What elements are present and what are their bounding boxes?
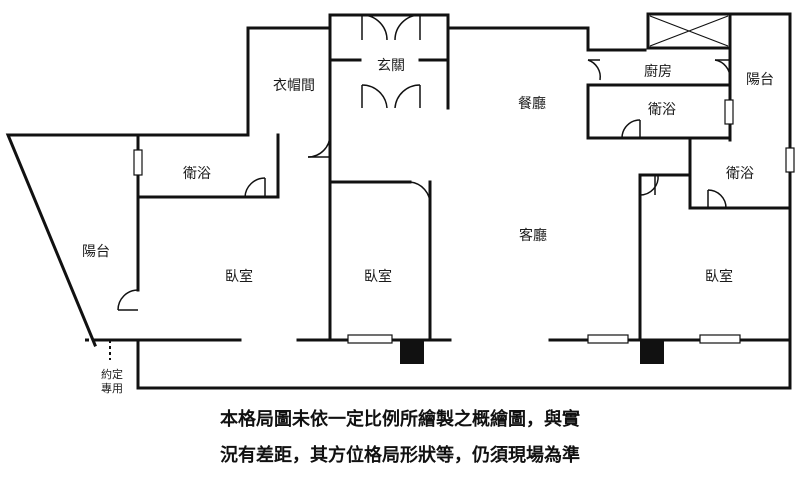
label-dining: 餐廳 [518, 95, 546, 112]
window [347, 334, 393, 344]
label-bath-middle: 衛浴 [648, 102, 676, 118]
room-labels: 衣帽間 玄關 餐廳 廚房 陽台 衛浴 衛浴 衛浴 陽台 臥室 臥室 客廳 臥室 … [82, 57, 774, 395]
label-bedroom-middle: 臥室 [364, 268, 392, 285]
label-living: 客廳 [519, 227, 547, 244]
label-exclusive-use-line1: 約定 [101, 367, 123, 381]
label-cloakroom: 衣帽間 [273, 78, 315, 94]
label-bedroom-right: 臥室 [705, 268, 733, 285]
bath-middle-wall [586, 83, 732, 140]
disclaimer-line1: 本格局圖未依一定比例所繪製之概繪圖，與實 [220, 409, 580, 430]
label-kitchen: 廚房 [644, 63, 672, 80]
floor-plan: 衣帽間 玄關 餐廳 廚房 陽台 衛浴 衛浴 衛浴 陽台 臥室 臥室 客廳 臥室 … [5, 12, 795, 395]
disclaimer-line2: 況有差距，其方位格局形狀等，仍須現場為準 [220, 445, 580, 466]
label-bedroom-left: 臥室 [225, 268, 253, 285]
window [699, 334, 741, 344]
windows [133, 99, 795, 344]
label-foyer: 玄關 [377, 57, 405, 74]
kitchen-wall [586, 26, 647, 52]
bath-right-wall [688, 136, 792, 210]
balcony-left-outline [5, 133, 250, 347]
window [587, 334, 629, 344]
window [724, 99, 734, 125]
doors [117, 14, 731, 311]
label-balcony-left: 陽台 [82, 244, 110, 260]
window [785, 147, 795, 173]
balcony-right-wall [728, 12, 792, 142]
label-bath-left: 衛浴 [183, 166, 211, 182]
column [400, 340, 424, 364]
label-exclusive-use-line2: 專用 [101, 382, 123, 395]
label-bath-right: 衛浴 [726, 166, 754, 182]
column [640, 340, 664, 364]
door [307, 134, 331, 158]
cloakroom-wall [246, 26, 332, 137]
window [133, 149, 143, 176]
label-balcony-right: 陽台 [746, 72, 774, 88]
terrace-outline [136, 338, 792, 390]
